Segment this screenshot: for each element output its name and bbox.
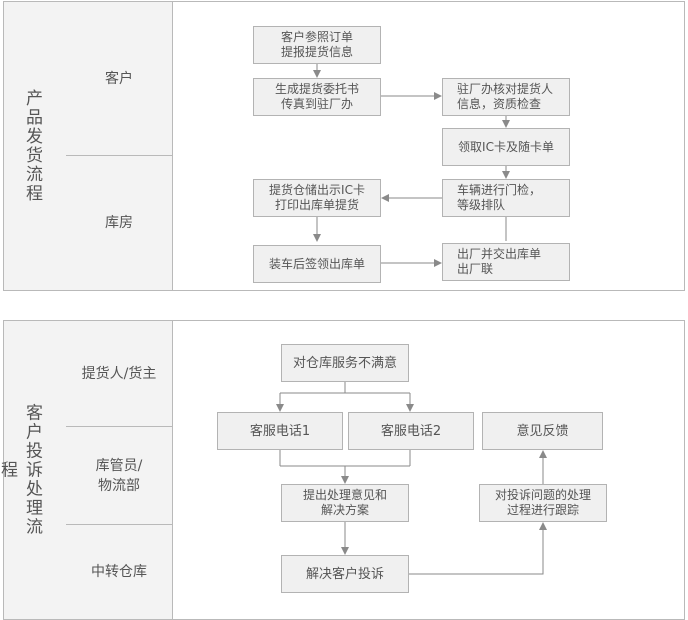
step-resolve-complaint: 解决客户投诉 — [281, 555, 409, 593]
step-gate-check: 车辆进行门检， 等级排队 — [442, 179, 570, 217]
step-unsatisfied: 对仓库服务不满意 — [281, 344, 409, 382]
role-column: 客户 库房 — [66, 2, 173, 290]
step-verify-picker: 驻厂办核对提货人 信息，资质检查 — [442, 78, 570, 116]
panel-title: 产品发货流程 — [22, 89, 42, 203]
arrow-c5-c6 — [409, 522, 547, 575]
role-transit-warehouse: 中转仓库 — [91, 564, 147, 580]
step-hotline-1: 客服电话1 — [217, 412, 343, 450]
step-show-ic-card: 提货仓储出示IC卡 打印出库单提货 — [253, 179, 381, 217]
step-get-ic-card: 领取IC卡及随卡单 — [442, 128, 570, 166]
step-sign-outbound: 装车后签领出库单 — [253, 245, 381, 283]
panel-title-column: 产品发货流程 — [4, 2, 67, 290]
panel-title-column: 客户投诉处理流程 — [0, 321, 67, 619]
step-track-process: 对投诉问题的处理 过程进行跟踪 — [479, 484, 607, 522]
step-submit-pickup-info: 客户参照订单 提报提货信息 — [253, 26, 381, 64]
panel-title: 客户投诉处理流程 — [0, 403, 42, 537]
step-generate-delegation: 生成提货委托书 传真到驻厂办 — [253, 78, 381, 116]
role-customer: 客户 — [66, 2, 172, 156]
step-propose-solution: 提出处理意见和 解决方案 — [281, 484, 409, 522]
role-warehouse: 库房 — [105, 215, 133, 231]
role-column: 提货人/货主 库管员/ 物流部 中转仓库 — [66, 321, 173, 619]
role-picker-owner: 提货人/货主 — [66, 321, 172, 427]
role-keeper-logistics: 库管员/ 物流部 — [66, 427, 172, 525]
step-exit-factory: 出厂并交出库单 出厂联 — [442, 243, 570, 281]
step-feedback: 意见反馈 — [482, 412, 603, 450]
step-hotline-2: 客服电话2 — [348, 412, 474, 450]
